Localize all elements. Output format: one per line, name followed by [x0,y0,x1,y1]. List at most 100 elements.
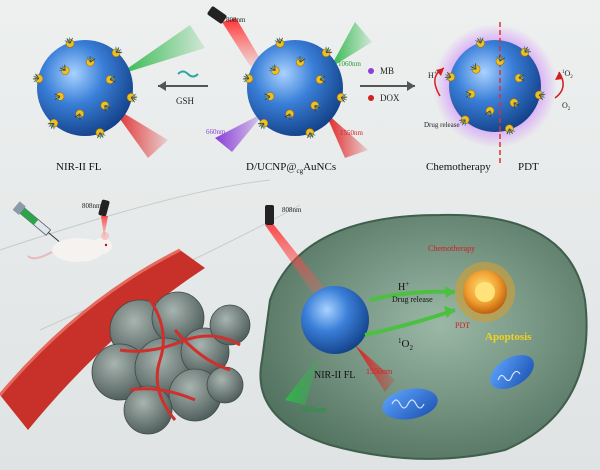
ligand-strand [487,110,491,117]
ligand-strand [90,58,96,63]
drug-release-bottom: Drug release [392,295,433,304]
nanoparticle-center [207,6,372,158]
ligand-strand [309,132,316,136]
ligand-strand [264,93,271,97]
ligand-strand [470,66,477,70]
ligand-strand [296,56,301,63]
ligand-strand [266,96,271,102]
ligand-strand [130,97,135,103]
ligand-strand [109,76,116,80]
wl-660-top: 660nm [206,128,226,136]
ligand-strand [475,63,477,70]
capillary [129,387,196,402]
ligand-strand [499,57,506,62]
ligand-strand [484,110,491,115]
ligand-strand [459,119,466,124]
ligand-strand [115,47,120,53]
ligand-strand [33,78,40,83]
ligand-strand [467,93,472,100]
o2-arrow [554,71,564,99]
ligand-strand [475,40,481,44]
ligand-strand [459,119,466,121]
green-beam-cell [285,355,320,405]
caption-chemotherapy: Chemotherapy [426,161,491,173]
ligand-strand [518,77,525,81]
ligand-strand [496,55,501,62]
ligand-strand [508,128,513,134]
pdt-label: PDT [455,321,470,330]
ligand-strand [319,79,326,83]
ligand-strand [513,102,520,106]
red-emission-beam [325,112,368,158]
purple-emission-beam [215,112,265,152]
ligand-strand [524,46,528,53]
ligand-strand [447,71,452,78]
ligand-strand [314,105,319,111]
ligand-strand [99,132,104,138]
tumor-cell [206,366,244,404]
ligand-strand [524,48,531,53]
o2-bottom-top: O2 [562,101,571,112]
laser-pointer-icon [265,205,330,300]
ligand-strand [50,123,55,129]
ligand-strand [35,73,40,79]
ligand-strand [340,96,347,101]
ligand-strand [284,113,290,118]
mouse-laser-label: 808nm [82,202,102,210]
arrow-gsh [158,70,208,91]
ligand-strand [97,132,101,139]
ligand-strand [499,55,503,62]
caption-nir-ii-fl: NIR-II FL [56,161,102,173]
ligand-strand [309,132,314,138]
ligand-strand [260,123,265,129]
ligand-strand [86,56,91,63]
ligand-strand [524,51,531,53]
ligand-strand [509,128,515,132]
ligand-strand [477,38,482,44]
ligand-strand [314,105,321,109]
ligand-strand [445,76,452,81]
ligand-strand [538,91,545,96]
green-emission-beam [118,25,205,75]
ligand-strand [319,76,326,80]
ligand-strand [76,113,81,120]
ligand-strand [271,65,276,71]
connector-curve-1 [0,179,271,251]
h-plus-top: H+ [428,71,438,80]
ligand-strand [66,38,71,44]
ligand-strand [104,105,109,111]
wl-1060-bottom: 1060nm [300,405,327,414]
ligand-strand [472,64,477,70]
ligand-strand [59,67,66,71]
laser-pointer-icon [98,199,110,238]
ligand-strand [513,102,518,108]
ligand-strand [289,113,294,120]
nucleus-icon [455,262,515,322]
ligand-strand [489,110,494,117]
ligand-strand [61,65,66,71]
blood-vessel [0,248,205,430]
ligand-strand [258,122,265,127]
ligand-strand [56,96,61,102]
ligand-strand [539,94,545,98]
singlet-o2-bottom: 1O2 [398,337,413,352]
ligand-strand [115,49,122,54]
dox-label: DOX [380,93,400,103]
green-arrows [364,286,456,337]
capillary [148,299,177,421]
wl-1060-top: 1060nm [338,60,362,68]
ligand-strand [64,40,71,44]
ligand-strand [104,105,106,112]
wl-1550-bottom: 1550nm [366,367,393,376]
wl-1550-top: 1550nm [340,129,364,137]
red-emission-beam [110,105,168,158]
red-beam-cell [355,345,395,392]
ligand-strand [116,51,123,54]
ligand-strand [69,37,73,44]
ligand-strand [269,67,276,71]
ligand-strand [286,113,291,120]
ligand-strand [274,40,281,44]
ligand-strand [445,74,451,78]
ligand-strand [325,47,330,53]
